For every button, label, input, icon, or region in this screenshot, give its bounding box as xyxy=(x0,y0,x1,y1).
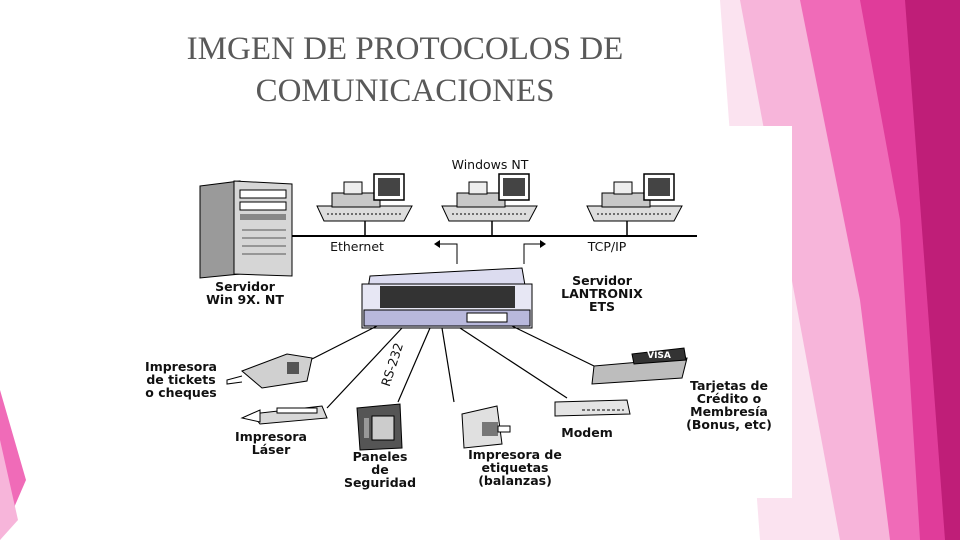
label-printer-icon xyxy=(461,405,511,449)
slide-title-line-2: COMUNICACIONES xyxy=(255,73,555,109)
modem-icon xyxy=(554,399,631,417)
left-decor-light xyxy=(0,440,18,540)
arrow-left-head xyxy=(434,240,440,248)
laser-printer-line-1: Impresora xyxy=(235,429,307,444)
card-reader-line-4: (Bonus, etc) xyxy=(686,417,772,432)
network-diagram: Windows NT Ethernet TCP/IP RS-232 Servid… xyxy=(112,126,792,498)
security-panel-icon xyxy=(356,403,403,451)
arrow-left xyxy=(440,243,458,264)
slide-title-line-1: IMGEN DE PROTOCOLOS DE xyxy=(186,31,624,67)
cable-modem xyxy=(459,327,568,399)
label-printer-line-3: (balanzas) xyxy=(478,473,552,488)
ticket-printer-label: Impresora de tickets o cheques xyxy=(126,360,236,399)
network-diagram-drawing xyxy=(199,173,697,451)
security-panel-line-1: Paneles xyxy=(352,449,408,464)
arrow-right xyxy=(523,243,540,264)
ticket-printer-line-3: o cheques xyxy=(145,385,217,400)
laser-printer-icon xyxy=(240,405,328,425)
cable-ticket-printer xyxy=(311,325,378,360)
os-label: Windows NT xyxy=(451,157,529,172)
security-panel-line-2: de xyxy=(371,462,389,477)
security-panel-label: Paneles de Seguridad xyxy=(330,450,430,489)
server-win-line-2: Win 9X. NT xyxy=(206,292,284,307)
card-reader-label: Tarjetas de Crédito o Membresía (Bonus, … xyxy=(669,379,789,431)
label-printer-label: Impresora de etiquetas (balanzas) xyxy=(450,448,580,487)
lantronix-label: Servidor LANTRONIX ETS xyxy=(537,274,667,313)
ticket-printer-icon xyxy=(226,353,313,389)
lantronix-line-2: LANTRONIX xyxy=(561,286,643,301)
lantronix-server-icon xyxy=(361,267,533,329)
right-decor-dark xyxy=(905,0,960,540)
slide-title: IMGEN DE PROTOCOLOS DE COMUNICACIONES xyxy=(130,28,680,112)
server-win-label: Servidor Win 9X. NT xyxy=(180,280,310,306)
tcpip-label: TCP/IP xyxy=(587,239,627,254)
security-panel-line-3: Seguridad xyxy=(343,475,417,490)
tower-server-icon xyxy=(199,180,293,279)
card-reader-line-1: Tarjetas de xyxy=(690,378,768,393)
cable-card-reader xyxy=(511,325,595,367)
lantronix-line-1: Servidor xyxy=(572,273,632,288)
label-printer-line-2: etiquetas xyxy=(481,460,549,475)
card-brand-label: VISA xyxy=(647,351,671,361)
ethernet-label: Ethernet xyxy=(330,239,384,254)
arrow-right-head xyxy=(540,240,546,248)
ticket-printer-line-1: Impresora xyxy=(145,359,217,374)
card-reader-line-3: Membresía xyxy=(690,404,768,419)
workstation-1 xyxy=(316,173,413,222)
modem-label: Modem xyxy=(561,425,613,440)
workstation-3 xyxy=(586,173,683,222)
laser-printer-line-2: Láser xyxy=(251,442,291,457)
card-reader-icon xyxy=(591,347,688,385)
cable-security-panel xyxy=(397,327,431,403)
laser-printer-label: Impresora Láser xyxy=(216,430,326,456)
lantronix-line-3: ETS xyxy=(588,299,616,314)
ticket-printer-line-2: de tickets xyxy=(146,372,216,387)
label-printer-line-1: Impresora de xyxy=(468,447,562,462)
card-reader-line-2: Crédito o xyxy=(696,391,762,406)
cable-label-printer xyxy=(441,327,455,403)
server-win-line-1: Servidor xyxy=(215,279,275,294)
workstation-2 xyxy=(441,173,538,222)
cable-laser-printer xyxy=(326,327,403,409)
